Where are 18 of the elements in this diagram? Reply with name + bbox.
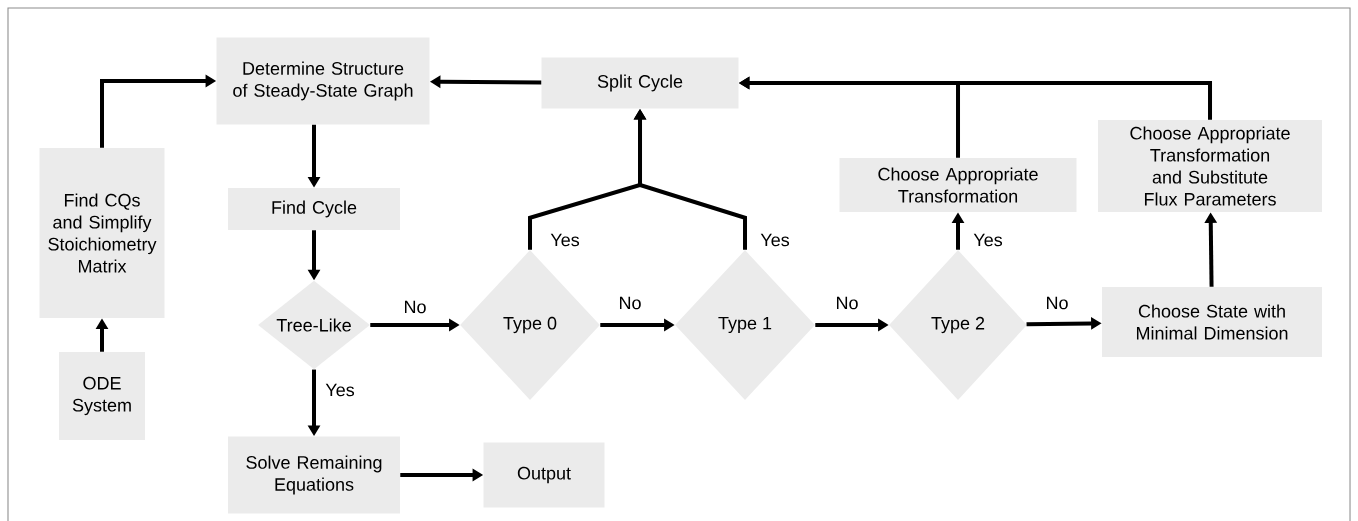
process-box: ODE System	[59, 352, 145, 440]
process-box: Choose State with Minimal Dimension	[1102, 287, 1322, 357]
process-box: Determine Structure of Steady-State Graph	[216, 37, 430, 125]
process-box: Choose Appropriate Transformation	[839, 158, 1077, 212]
edge-label: No	[1044, 295, 1070, 311]
edge-label: No	[834, 295, 860, 311]
process-box: Output	[483, 442, 605, 508]
edge-label: No	[402, 299, 428, 315]
edge-label: Yes	[549, 232, 582, 248]
edge-label: Yes	[972, 232, 1005, 248]
edge-label: No	[617, 295, 643, 311]
process-box: Choose Appropriate Transformation and Substitute Flux Parameters	[1098, 120, 1322, 212]
process-box: Solve Remaining Equations	[228, 436, 400, 514]
process-box: Find CQs and Simplify Stoichiometry Matrix	[39, 148, 165, 318]
edge-label: Yes	[324, 382, 356, 398]
edge-label: Yes	[759, 232, 792, 248]
process-box: Split Cycle	[541, 57, 739, 109]
process-box: Find Cycle	[228, 188, 400, 230]
